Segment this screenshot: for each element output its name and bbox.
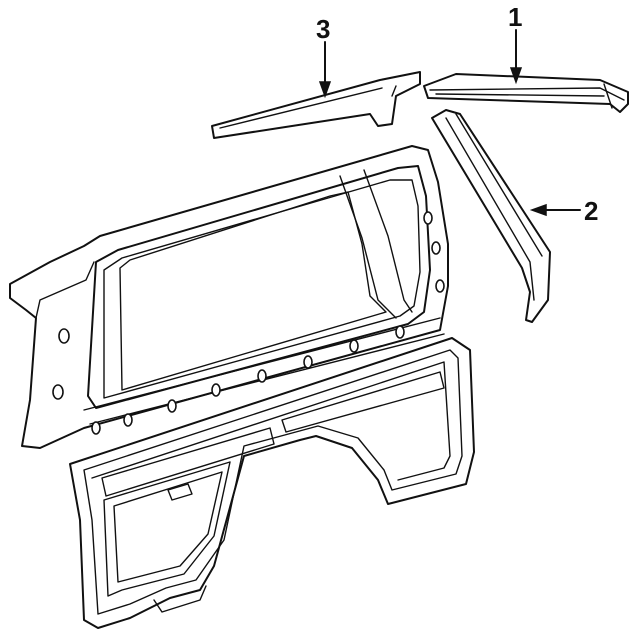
callout-1: 1 [508,2,523,85]
part-1-roof-rail [423,73,629,113]
callout-2-arrow [529,203,547,217]
callout-3-arrow [318,81,332,99]
callout-3-label: 3 [316,14,330,44]
part-2-pillar-trim [431,109,551,323]
part-3-upper-trim [211,71,421,139]
callout-1-arrow [509,67,523,85]
callout-3: 3 [316,14,332,99]
callout-2: 2 [529,196,598,226]
callout-2-label: 2 [584,196,598,226]
callout-1-label: 1 [508,2,522,32]
quarter-panel-upper [9,145,449,449]
quarter-panel-lower [69,337,475,629]
